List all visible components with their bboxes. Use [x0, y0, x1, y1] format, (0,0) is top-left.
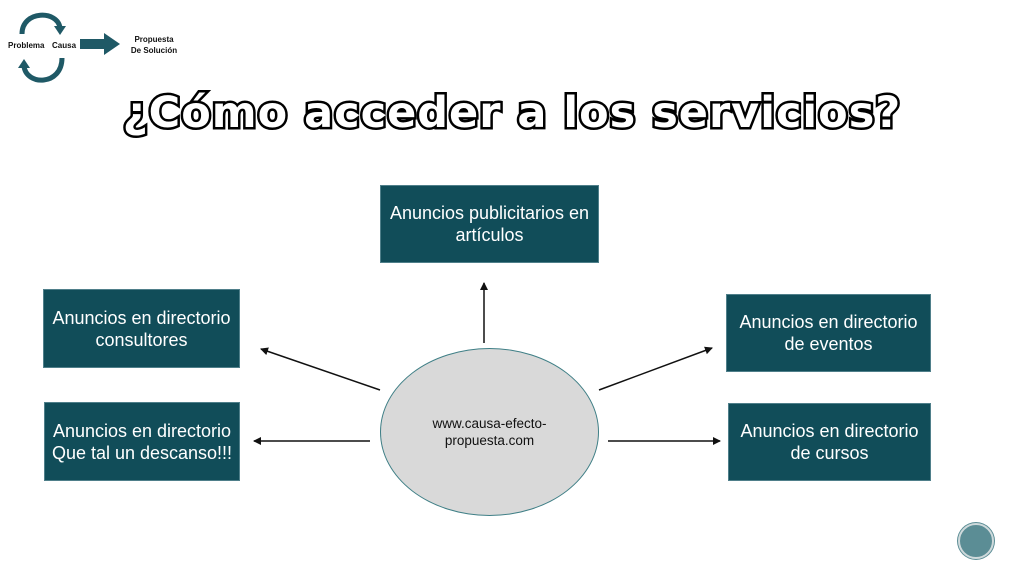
box-directorio-cursos: Anuncios en directorio de cursos [728, 403, 931, 481]
arrow-to-left1 [260, 347, 381, 391]
box-directorio-eventos: Anuncios en directorio de eventos [726, 294, 931, 372]
logo-causa-label: Causa [52, 41, 77, 50]
center-website-node: www.causa-efecto-propuesta.com [380, 348, 599, 516]
logo-problema-label: Problema [8, 41, 45, 50]
logo-propuesta-line1: Propuesta [134, 35, 174, 44]
box-directorio-descanso: Anuncios en directorio Que tal un descan… [44, 402, 240, 481]
arrow-to-right1 [598, 346, 713, 391]
logo-propuesta-label: Propuesta De Solución [126, 34, 182, 56]
logo-propuesta-line2: De Solución [130, 46, 178, 55]
page-title: ¿Cómo acceder a los servicios? [120, 86, 903, 141]
box-directorio-consultores: Anuncios en directorio consultores [43, 289, 240, 368]
box-anuncios-articulos: Anuncios publicitarios en artículos [380, 185, 599, 263]
center-website-text: www.causa-efecto-propuesta.com [432, 416, 547, 448]
cycle-arrow-icon [18, 12, 120, 83]
slide-nav-button[interactable] [958, 523, 994, 559]
logo: Problema Causa Propuesta De Solución [4, 4, 184, 88]
